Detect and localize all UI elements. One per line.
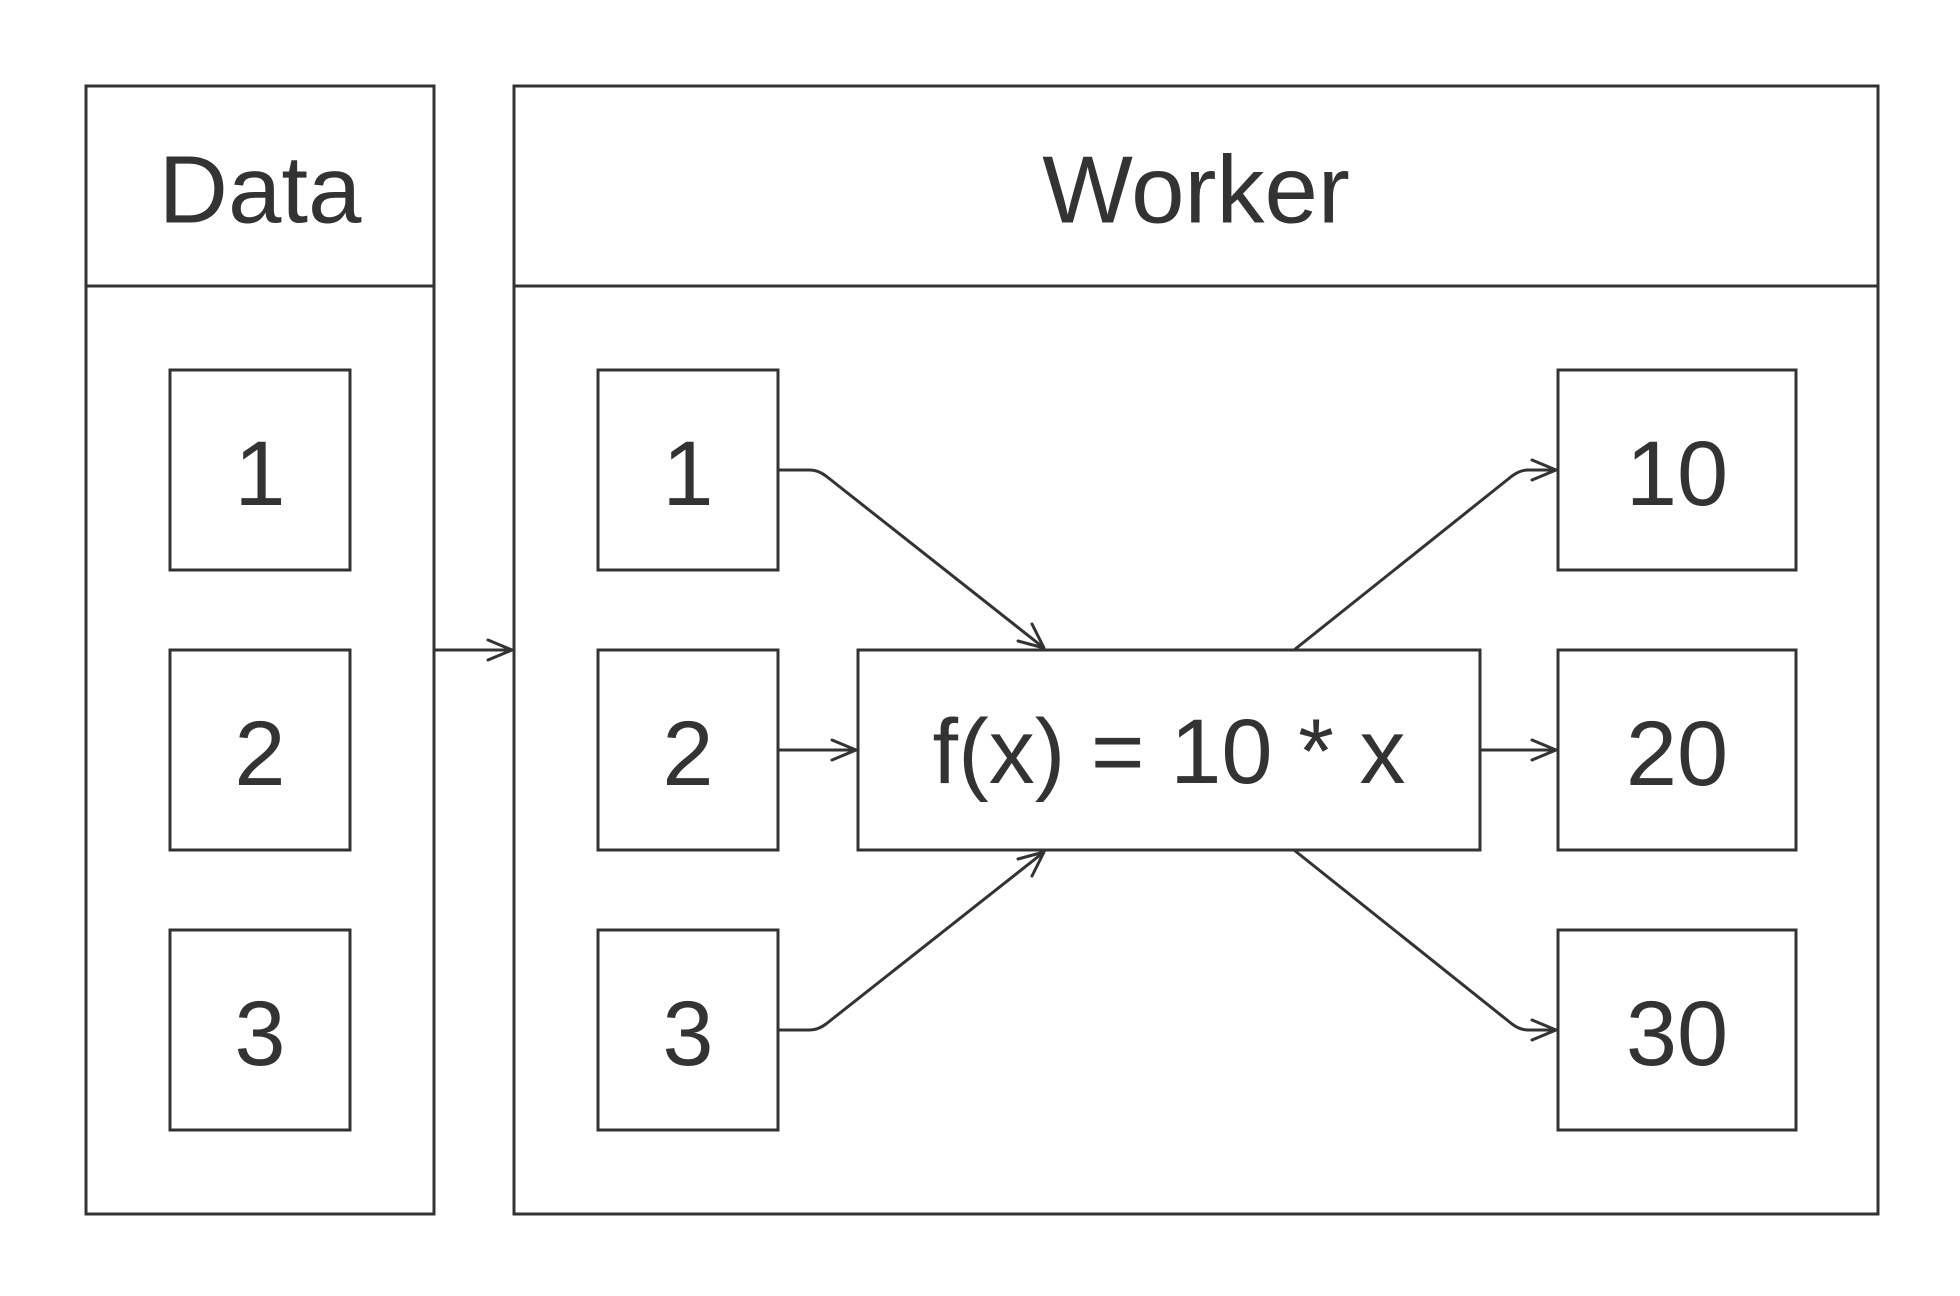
- data-item-label: 1: [234, 423, 285, 525]
- worker-output-label: 10: [1626, 423, 1728, 525]
- edge-function-to-output3: [1293, 848, 1558, 1042]
- worker-panel: Worker 1 2 3 f(x) = 10 * x 10 20: [512, 84, 1880, 1216]
- worker-output-label: 20: [1626, 703, 1728, 805]
- data-to-worker-arrow: [434, 638, 514, 662]
- data-item-label: 3: [234, 983, 285, 1085]
- worker-input: 2: [596, 648, 780, 852]
- function-node: f(x) = 10 * x: [856, 648, 1482, 852]
- edge-function-to-output2: [1480, 738, 1558, 762]
- worker-input-box: [596, 648, 780, 852]
- worker-output-box: [1556, 648, 1798, 852]
- data-item-box: [168, 928, 352, 1132]
- data-item: 2: [168, 648, 352, 852]
- worker-output: 10: [1556, 368, 1798, 572]
- worker-input-box: [596, 368, 780, 572]
- worker-input-label: 2: [662, 703, 713, 805]
- worker-output-box: [1556, 368, 1798, 572]
- function-label: f(x) = 10 * x: [933, 701, 1406, 803]
- worker-output: 30: [1556, 928, 1798, 1132]
- data-panel-title: Data: [159, 137, 362, 244]
- edge-function-to-output1: [1293, 458, 1558, 652]
- worker-input-box: [596, 928, 780, 1132]
- edge-input2-to-function: [778, 738, 858, 762]
- worker-output-label: 30: [1626, 983, 1728, 1085]
- worker-output: 20: [1556, 648, 1798, 852]
- worker-panel-title: Worker: [1042, 137, 1350, 244]
- worker-input: 1: [596, 368, 780, 572]
- edge-input1-to-function: [778, 468, 1046, 650]
- data-item: 1: [168, 368, 352, 572]
- data-item-box: [168, 648, 352, 852]
- function-box: [856, 648, 1482, 852]
- data-item-box: [168, 368, 352, 572]
- worker-output-box: [1556, 928, 1798, 1132]
- edge-input3-to-function: [778, 850, 1046, 1032]
- worker-input: 3: [596, 928, 780, 1132]
- data-panel: Data 1 2 3: [84, 84, 436, 1216]
- worker-input-label: 3: [662, 983, 713, 1085]
- data-item: 3: [168, 928, 352, 1132]
- worker-input-label: 1: [662, 423, 713, 525]
- data-item-label: 2: [234, 703, 285, 805]
